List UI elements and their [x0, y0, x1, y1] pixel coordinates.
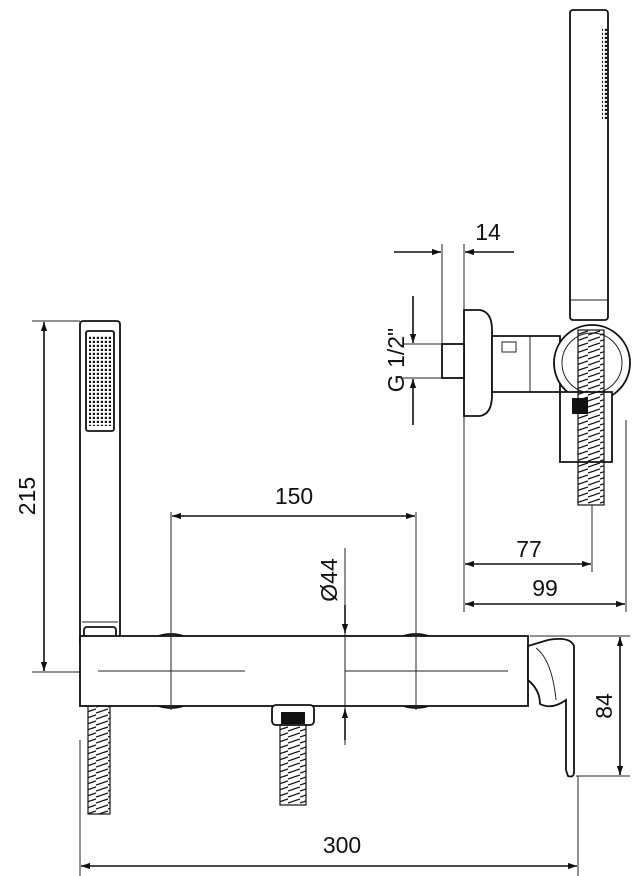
wall-flange [463, 309, 493, 417]
dimension-300: 300 [79, 740, 579, 876]
dim-label-300: 300 [323, 832, 361, 858]
dimension-215: 215 [14, 320, 80, 673]
lever-handle [527, 637, 575, 778]
dim-label-diameter: Ø44 [316, 558, 342, 602]
front-view [79, 320, 575, 815]
handshower-side [569, 9, 609, 321]
dimension-77: 77 [463, 416, 593, 612]
dim-label-14: 14 [475, 219, 501, 245]
dimension-diameter-44: Ø44 [316, 558, 349, 740]
dimension-99: 99 [465, 420, 627, 612]
dim-label-99: 99 [532, 575, 558, 601]
dim-label-150: 150 [275, 483, 313, 509]
dim-label-215: 215 [14, 477, 40, 515]
side-view [441, 9, 631, 506]
dim-label-77: 77 [516, 536, 542, 562]
dimension-14: 14 [394, 219, 514, 344]
dimension-84: 84 [530, 635, 630, 777]
thread-connector [441, 343, 465, 379]
dimension-150: 150 [172, 483, 415, 520]
dim-label-thread: G 1/2" [383, 328, 409, 392]
handshower-front [79, 320, 121, 815]
dimension-thread: G 1/2" [383, 296, 442, 425]
dim-label-84: 84 [591, 693, 617, 719]
